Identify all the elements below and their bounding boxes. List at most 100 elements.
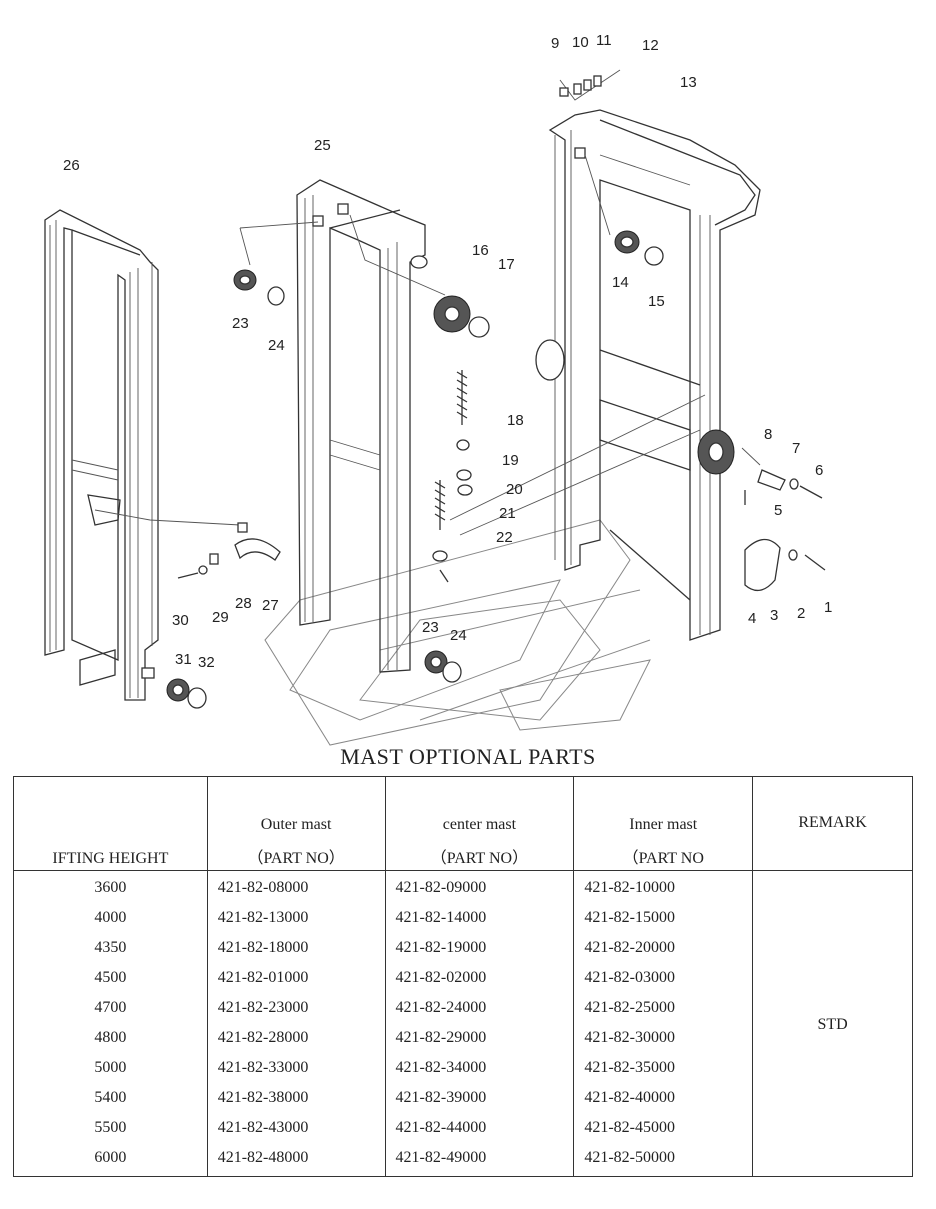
cell-center: 421-82-39000 xyxy=(384,1083,575,1113)
cell-inner: 421-82-35000 xyxy=(573,1053,754,1083)
callout-8: 8 xyxy=(764,426,772,443)
callout-11: 11 xyxy=(596,32,612,49)
callout-30: 30 xyxy=(172,612,189,629)
cell-outer: 421-82-28000 xyxy=(206,1023,386,1053)
callout-2: 2 xyxy=(797,605,805,622)
cell-height: 4700 xyxy=(13,993,208,1023)
callout-18: 18 xyxy=(507,412,524,429)
table-row: 3600 421-82-08000 421-82-09000 421-82-10… xyxy=(13,870,913,1177)
cell-outer: 421-82-48000 xyxy=(206,1143,386,1177)
table-row: 4350 421-82-18000 421-82-19000 421-82-20… xyxy=(13,933,913,963)
parts-table: IFTING HEIGHT Outer mast （PART NO） cente… xyxy=(13,776,913,1177)
cell-height: 5000 xyxy=(13,1053,208,1083)
cell-height: 5400 xyxy=(13,1083,208,1113)
cell-inner: 421-82-25000 xyxy=(573,993,754,1023)
cell-inner: 421-82-20000 xyxy=(573,933,754,963)
cell-inner: 421-82-50000 xyxy=(573,1143,754,1177)
table-row: 5000 421-82-33000 421-82-34000 421-82-35… xyxy=(13,1053,913,1083)
callout-10: 10 xyxy=(572,34,589,51)
table-header-row: IFTING HEIGHT Outer mast （PART NO） cente… xyxy=(13,776,913,871)
center-mast xyxy=(296,179,428,673)
cell-center: 421-82-49000 xyxy=(384,1143,575,1177)
header-inner-mast: Inner mast （PART NO xyxy=(573,776,754,871)
cell-center: 421-82-44000 xyxy=(384,1113,575,1143)
table-row: 5500 421-82-43000 421-82-44000 421-82-45… xyxy=(13,1113,913,1143)
callout-29: 29 xyxy=(212,609,229,626)
table-row: 4500 421-82-01000 421-82-02000 421-82-03… xyxy=(13,963,913,993)
callout-6: 6 xyxy=(815,462,823,479)
callout-23-bottom: 23 xyxy=(422,619,439,636)
cell-inner: 421-82-30000 xyxy=(573,1023,754,1053)
cell-inner: 421-82-03000 xyxy=(573,963,754,993)
callout-12: 12 xyxy=(642,37,659,54)
callout-23-top: 23 xyxy=(232,315,249,332)
cell-center: 421-82-14000 xyxy=(384,903,575,933)
callout-24-bottom: 24 xyxy=(450,627,467,644)
callout-25: 25 xyxy=(314,137,331,154)
callout-31: 31 xyxy=(175,651,192,668)
cell-center: 421-82-24000 xyxy=(384,993,575,1023)
cell-inner: 421-82-15000 xyxy=(573,903,754,933)
cell-inner: 421-82-10000 xyxy=(573,870,754,903)
callout-16: 16 xyxy=(472,242,489,259)
header-center-mast: center mast （PART NO） xyxy=(384,776,575,871)
callout-26: 26 xyxy=(63,157,80,174)
callout-20: 20 xyxy=(506,481,523,498)
header-lifting-height: IFTING HEIGHT xyxy=(13,776,208,871)
callout-13: 13 xyxy=(680,74,697,91)
leader-lines xyxy=(94,69,761,536)
header-remark: REMARK xyxy=(752,776,913,871)
page-title: MAST OPTIONAL PARTS xyxy=(340,744,596,769)
callout-27: 27 xyxy=(262,597,279,614)
cell-height: 4800 xyxy=(13,1023,208,1053)
cell-inner: 421-82-45000 xyxy=(573,1113,754,1143)
cell-height: 4500 xyxy=(13,963,208,993)
callout-3: 3 xyxy=(770,607,778,624)
callout-19: 19 xyxy=(502,452,519,469)
callout-32: 32 xyxy=(198,654,215,671)
table-row: 4000 421-82-13000 421-82-14000 421-82-15… xyxy=(13,903,913,933)
cell-height: 3600 xyxy=(13,870,208,903)
callout-labels: 1 2 3 4 5 6 7 8 9 10 11 12 13 14 15 16 1… xyxy=(63,32,832,671)
cell-center: 421-82-29000 xyxy=(384,1023,575,1053)
table-row: 4800 421-82-28000 421-82-29000 421-82-30… xyxy=(13,1023,913,1053)
callout-28: 28 xyxy=(235,595,252,612)
cell-outer: 421-82-43000 xyxy=(206,1113,386,1143)
cell-outer: 421-82-13000 xyxy=(206,903,386,933)
callout-24-top: 24 xyxy=(268,337,285,354)
callout-1: 1 xyxy=(824,599,832,616)
cell-center: 421-82-02000 xyxy=(384,963,575,993)
cell-height: 5500 xyxy=(13,1113,208,1143)
cell-outer: 421-82-38000 xyxy=(206,1083,386,1113)
mast-exploded-diagram: 1 2 3 4 5 6 7 8 9 10 11 12 13 14 15 16 1… xyxy=(44,32,832,746)
table-row: 6000 421-82-48000 421-82-49000 421-82-50… xyxy=(13,1143,913,1177)
cell-outer: 421-82-23000 xyxy=(206,993,386,1023)
table-row: 5400 421-82-38000 421-82-39000 421-82-40… xyxy=(13,1083,913,1113)
callout-17: 17 xyxy=(498,256,515,273)
cell-center: 421-82-09000 xyxy=(384,870,575,903)
cell-center: 421-82-34000 xyxy=(384,1053,575,1083)
callout-22: 22 xyxy=(496,529,513,546)
cell-center: 421-82-19000 xyxy=(384,933,575,963)
small-parts xyxy=(166,75,826,709)
header-outer-mast: Outer mast （PART NO） xyxy=(206,776,386,871)
cell-outer: 421-82-33000 xyxy=(206,1053,386,1083)
table-row: 4700 421-82-23000 421-82-24000 421-82-25… xyxy=(13,993,913,1023)
callout-21: 21 xyxy=(499,505,516,522)
outer-mast xyxy=(44,209,159,701)
cell-outer: 421-82-08000 xyxy=(206,870,386,903)
callout-15: 15 xyxy=(648,293,665,310)
callout-7: 7 xyxy=(792,440,800,457)
cell-inner: 421-82-40000 xyxy=(573,1083,754,1113)
callout-9: 9 xyxy=(551,35,559,52)
cell-height: 4000 xyxy=(13,903,208,933)
callout-14: 14 xyxy=(612,274,629,291)
callout-5: 5 xyxy=(774,502,782,519)
cell-outer: 421-82-18000 xyxy=(206,933,386,963)
cell-height: 6000 xyxy=(13,1143,208,1177)
cell-height: 4350 xyxy=(13,933,208,963)
inner-mast xyxy=(535,109,761,641)
cell-remark: STD xyxy=(752,870,913,1177)
callout-4: 4 xyxy=(748,610,756,627)
cell-outer: 421-82-01000 xyxy=(206,963,386,993)
